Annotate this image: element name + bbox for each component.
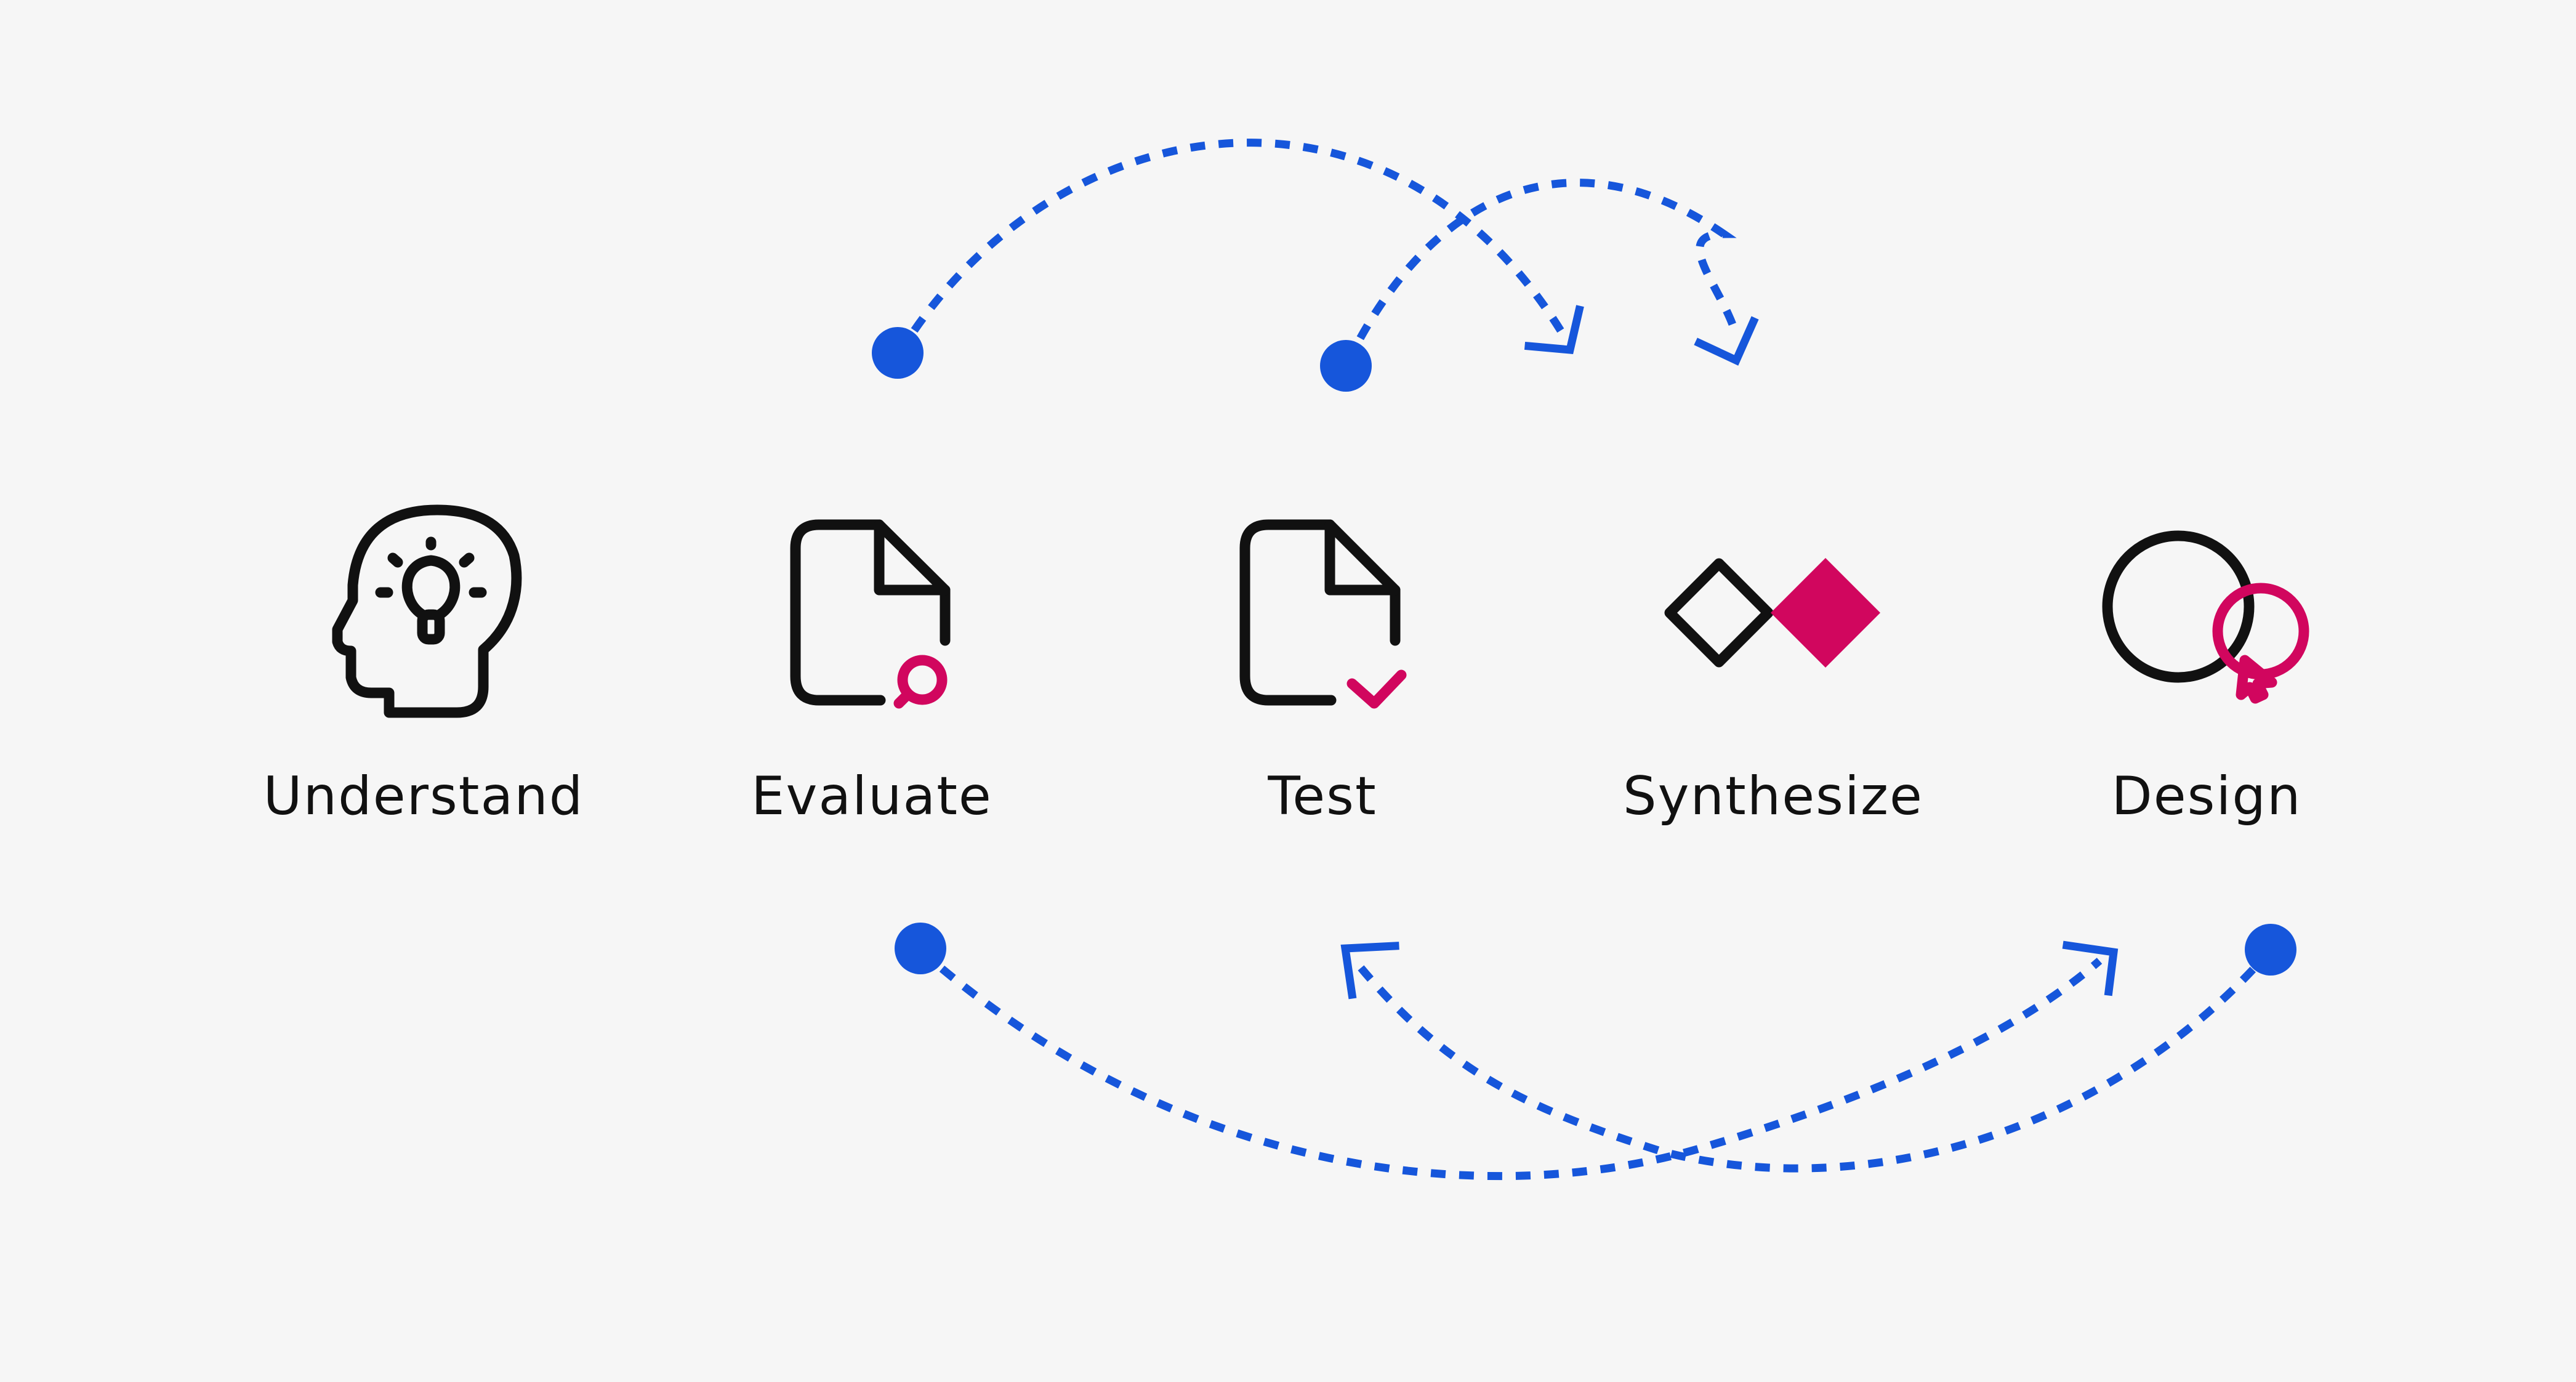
connection-evaluate-to-design: [895, 923, 2119, 1180]
cursor-icon: [2236, 655, 2277, 704]
connection-path: [917, 947, 2103, 1180]
stage-design: Design: [2102, 530, 2309, 827]
bulb-base: [417, 609, 445, 645]
circles-cursor-icon: [2102, 530, 2309, 704]
connection-design-to-test: [1340, 924, 2296, 1173]
connection-path: [1354, 945, 2275, 1173]
connection-start-dot: [2245, 924, 2296, 976]
connection-start-dot: [895, 923, 946, 974]
document-outline: [1239, 519, 1401, 706]
bulb-glass: [401, 555, 461, 620]
stage-label-synthesize: Synthesize: [1623, 766, 1923, 827]
bulb-ray: [459, 552, 475, 568]
stage-synthesize: Synthesize: [1623, 558, 1923, 827]
stage-label-design: Design: [2112, 766, 2302, 827]
check-mark: [1346, 669, 1407, 709]
arrowhead-icon: [1524, 305, 1584, 354]
arrowhead-icon: [1694, 316, 1759, 366]
document-fold: [1324, 519, 1401, 596]
magnifier-handle: [893, 689, 914, 709]
head-lightbulb-icon: [332, 504, 522, 718]
stage-label-evaluate: Evaluate: [751, 766, 992, 827]
head-outline: [332, 504, 522, 718]
filled-diamond: [1771, 558, 1880, 668]
connection-test-to-design: [1320, 179, 1759, 392]
connection-start-dot: [872, 327, 924, 379]
stage-evaluate: Evaluate: [751, 519, 992, 827]
stage-understand: Understand: [264, 504, 584, 827]
arrowhead-icon: [1340, 942, 1399, 1000]
arrowhead-icon: [2062, 940, 2119, 996]
document-fold: [874, 519, 951, 596]
document-search-icon: [790, 519, 951, 709]
stage-label-understand: Understand: [264, 766, 584, 827]
accent-ring: [2212, 583, 2309, 680]
connection-path: [895, 139, 1568, 357]
document-outline: [790, 519, 951, 706]
connection-start-dot: [1320, 340, 1372, 392]
flow-connections: [872, 139, 2296, 1180]
outline-circle: [2102, 530, 2255, 683]
stage-label-test: Test: [1267, 766, 1377, 827]
magnifier-lens: [897, 655, 948, 705]
outline-diamond: [1664, 558, 1774, 668]
stage-test: Test: [1239, 519, 1407, 827]
diamonds-icon: [1664, 558, 1880, 668]
connection-evaluate-to-synthesize: [872, 139, 1584, 379]
bulb-ray: [387, 552, 403, 568]
connection-path: [1343, 179, 1741, 365]
document-check-icon: [1239, 519, 1407, 709]
